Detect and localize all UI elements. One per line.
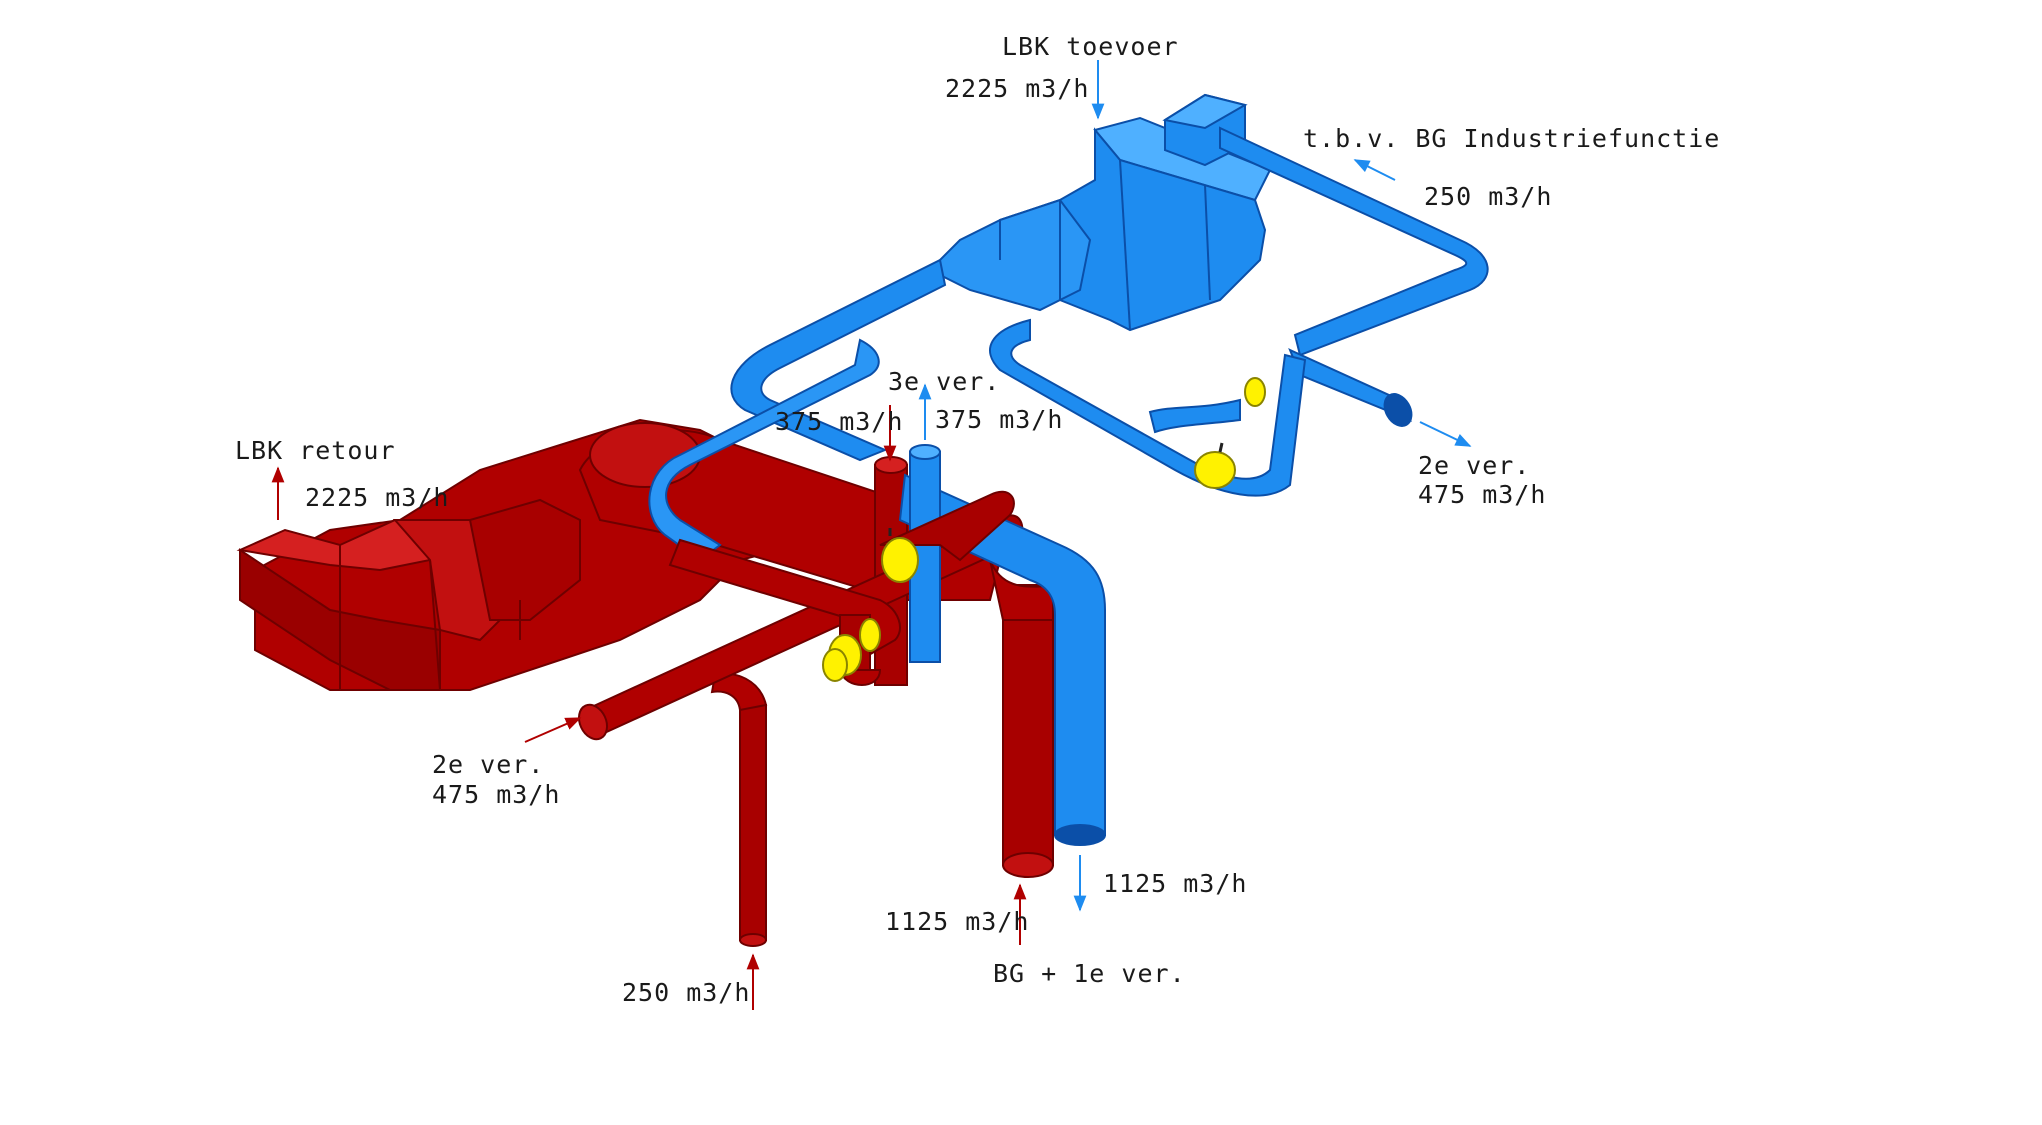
labels: LBK toevoer 2225 m3/h t.b.v. BG Industri…	[235, 32, 1720, 1007]
arrow-2e-supply	[1419, 421, 1472, 447]
label-2e-return-flow: 475 m3/h	[432, 780, 560, 809]
arrow-2e-return	[524, 717, 582, 743]
damper-supply-loop-upper	[1244, 377, 1266, 407]
label-250-return-flow: 250 m3/h	[622, 978, 750, 1007]
label-bg-return-flow: 1125 m3/h	[885, 907, 1029, 936]
arrow-industrie	[1353, 159, 1396, 181]
dampers	[822, 377, 1266, 682]
return-fitting-2	[468, 498, 581, 621]
damper-supply-mix	[859, 618, 881, 652]
label-industrie: t.b.v. BG Industriefunctie	[1303, 124, 1720, 153]
return-riser-250	[739, 704, 767, 941]
damper-return-lower	[822, 648, 848, 682]
label-industrie-flow: 250 m3/h	[1424, 182, 1552, 211]
damper-supply-loop-lower	[1194, 451, 1236, 489]
label-2e-supply: 2e ver.	[1418, 451, 1530, 480]
damper-return-3e	[881, 537, 919, 583]
flow-arrows	[271, 60, 1472, 1010]
return-bend-right	[879, 490, 1015, 562]
label-bg-supply-flow: 1125 m3/h	[1103, 869, 1247, 898]
label-bg: BG + 1e ver.	[993, 959, 1186, 988]
label-lbk-retour-flow: 2225 m3/h	[305, 483, 449, 512]
label-lbk-toevoer: LBK toevoer	[1002, 32, 1179, 61]
label-3e-ver: 3e ver.	[888, 367, 1000, 396]
label-2e-return: 2e ver.	[432, 750, 544, 779]
label-lbk-retour: LBK retour	[235, 436, 396, 465]
supply-loop-pipe	[989, 318, 1307, 497]
label-3e-supply-flow: 375 m3/h	[935, 405, 1063, 434]
supply-transition	[928, 198, 1092, 312]
label-3e-return-flow: 375 m3/h	[775, 407, 903, 436]
label-2e-supply-flow: 475 m3/h	[1418, 480, 1546, 509]
supply-air-system	[648, 93, 1489, 846]
return-riser-bg	[1002, 584, 1054, 866]
label-lbk-toevoer-flow: 2225 m3/h	[945, 74, 1089, 103]
supply-s-bend	[648, 338, 880, 562]
